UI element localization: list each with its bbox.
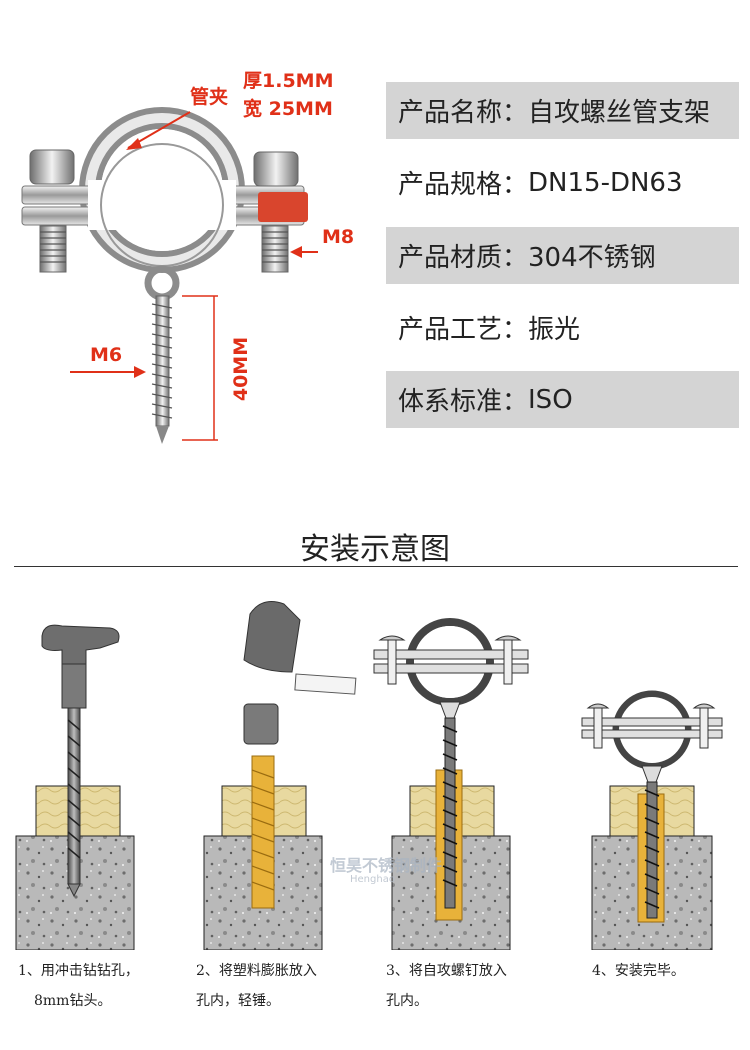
anchor-icon xyxy=(251,755,275,909)
spec-value: ISO xyxy=(528,384,573,415)
watermark-sub: Henghao xyxy=(350,874,395,885)
spec-key: 体系标准： xyxy=(398,387,529,417)
spec-value: DN15-DN63 xyxy=(528,167,683,198)
bolt-label: M8 xyxy=(322,226,355,248)
spec-row-size: 产品规格：DN15-DN63 xyxy=(386,154,739,211)
step-2-line1: 2、将塑料膨胀放入 xyxy=(196,963,317,979)
spec-value: 304不锈钢 xyxy=(528,243,656,273)
spec-row-material: 产品材质：304不锈钢 xyxy=(386,227,739,284)
step-2-line2: 孔内，轻锤。 xyxy=(196,993,280,1009)
spec-row-name: 产品名称：自攻螺丝管支架 xyxy=(386,82,739,139)
section-divider xyxy=(14,566,738,567)
spec-value: 振光 xyxy=(528,315,581,345)
watermark-brand: 恒昊不锈钢制件 xyxy=(330,856,443,875)
spec-row-process: 产品工艺：振光 xyxy=(386,299,739,356)
clip-label: 管夹 xyxy=(190,86,229,108)
spec-key: 产品材质： xyxy=(398,243,529,273)
length-label: 40MM xyxy=(230,336,252,402)
spec-row-standard: 体系标准：ISO xyxy=(386,371,739,428)
clamp-with-screw-icon xyxy=(373,618,529,921)
step-3-line2: 孔内。 xyxy=(386,993,428,1009)
hammer-icon xyxy=(243,601,357,745)
step-4-caption: 4、安装完毕。 xyxy=(592,956,685,986)
product-illustration xyxy=(21,107,318,444)
screw-label: M6 xyxy=(90,344,123,366)
step-4-line1: 4、安装完毕。 xyxy=(592,963,685,979)
install-title: 安装示意图 xyxy=(300,532,450,567)
step-2-caption: 2、将塑料膨胀放入 孔内，轻锤。 xyxy=(196,956,317,1016)
install-diagram xyxy=(15,601,723,950)
step-1-caption: 1、用冲击钻钻孔， 8mm钻头。 xyxy=(18,956,139,1016)
spec-key: 产品规格： xyxy=(398,170,529,200)
installed-clamp-icon xyxy=(581,690,723,923)
spec-value: 自攻螺丝管支架 xyxy=(528,98,711,128)
drill-icon xyxy=(41,624,120,898)
rubber-strip xyxy=(258,192,308,222)
step-3-caption: 3、将自攻螺钉放入 孔内。 xyxy=(386,956,507,1016)
step-3-line1: 3、将自攻螺钉放入 xyxy=(386,963,507,979)
thickness-label: 厚1.5MM xyxy=(243,70,334,92)
step-1-line2: 8mm钻头。 xyxy=(34,993,112,1009)
step-1-line1: 1、用冲击钻钻孔， xyxy=(18,963,139,979)
width-label: 宽 25MM xyxy=(243,98,333,120)
spec-key: 产品工艺： xyxy=(398,315,529,345)
spec-key: 产品名称： xyxy=(398,98,529,128)
